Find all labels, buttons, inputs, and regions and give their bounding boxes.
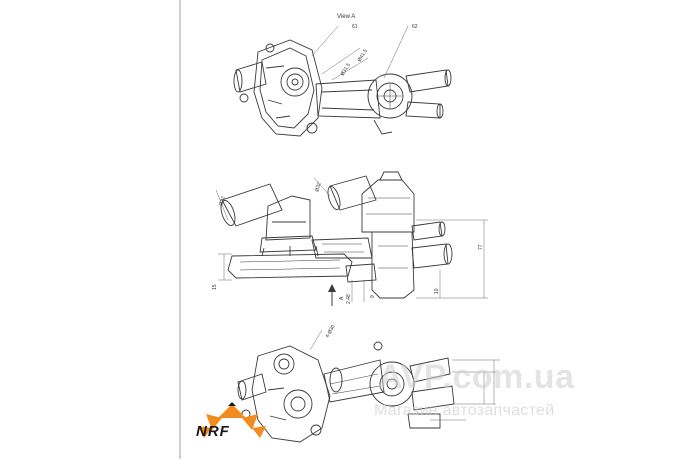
dim-diameter-2: Ø31.5 [340,62,352,77]
view-a-duct-lines [321,89,375,111]
dim-holes-leader [309,329,323,351]
bottom-ribs [267,387,287,421]
side-dome [265,195,311,241]
side-top-pipe-end [327,186,341,210]
bottom-outlet-upper [409,357,451,383]
view-a-bolt-hole [239,93,249,103]
side-duct-lines [322,243,364,253]
bottom-view [237,341,455,443]
side-right-cap [379,171,403,181]
view-a-tab [373,119,393,135]
side-right-pipe-upper-end [438,221,446,237]
leader-dia-1 [321,47,361,75]
dim-offset: 2.48 [346,294,352,304]
leader-dia-2 [331,57,369,81]
view-a-thermostat-center [291,78,299,86]
view-a [233,39,452,137]
dim-small: 9 [370,295,376,298]
bottom-bolt-hole [310,424,322,436]
side-right-pipe-mid-end [443,243,453,265]
side-lower-lines [378,245,408,269]
dim-height-left: 15 [212,284,218,290]
bottom-duct-port [329,367,343,393]
bottom-thermostat-housing [283,389,313,419]
dim-dia-top: Ø32 [314,182,323,193]
view-a-ribs [265,65,291,119]
side-duct [311,237,373,259]
bottom-bolt-hole [278,358,290,370]
bottom-outlet-tab [407,413,441,429]
view-a-left-pipe [235,61,267,93]
nrf-logo-text: NRF [196,423,230,440]
side-left-pipe-end [220,200,236,226]
view-a-outlet-lower-end [436,103,444,119]
side-base-plate [227,253,353,279]
side-view-dimensions [215,177,488,302]
bottom-right-inner [379,371,405,397]
view-a-title: View A [337,14,355,20]
side-posts [261,245,319,257]
side-left-pipe [221,183,283,227]
side-lower-body [371,231,415,299]
dim-dia-top-leader [313,177,331,197]
dim-height-right: 77 [478,244,484,250]
view-a-thermostat-housing [280,67,310,97]
view-a-flange-inner [259,47,315,129]
side-flange-top [259,235,317,253]
bottom-bolt-boss [273,353,295,375]
view-a-outlet-upper-end [444,69,452,87]
view-a-bolt-hole [265,43,275,53]
view-a-bolt-hole [306,122,318,134]
leader-61 [311,25,339,57]
side-right-housing-lines [366,197,412,215]
view-a-right-housing [367,73,413,119]
view-a-annotations [311,25,409,81]
bottom-left-pipe [237,373,267,401]
view-a-flange [253,39,323,137]
bottom-outlet-lower [411,385,455,411]
dim-holes: 4-Ø30 [325,324,337,339]
dim-dia-left-leader [215,189,229,221]
view-a-right-inner [376,82,404,110]
dim-bottom-right: 10 [434,288,440,294]
nrf-logo-mark [198,402,266,438]
side-view [220,171,453,299]
nrf-logo: NRF [192,400,272,450]
arrow-label-a: A [339,296,345,300]
bottom-flange [251,345,331,443]
view-a-left-pipe-end [233,69,243,93]
bottom-small-port [373,341,383,351]
dim-diameter-1: Ø41.5 [357,48,369,63]
view-a-crosshair [378,84,402,108]
bottom-right-housing [369,361,415,407]
side-small-tab [345,263,377,283]
bottom-view-dimensions [309,329,500,421]
side-right-housing [361,179,415,233]
side-right-pipe-upper [411,221,443,241]
view-a-duct [315,79,381,119]
callout-62: 62 [412,24,418,30]
bottom-thermostat-core [290,396,306,412]
bottom-right-core [386,378,398,390]
callout-61: 61 [352,24,358,30]
bottom-duct [323,359,385,403]
bottom-duct-lines [329,373,381,395]
view-a-outlet-lower [405,101,441,119]
view-a-arrow [328,284,336,306]
view-a-thermostat-core [286,73,304,91]
side-right-pipe-mid [411,243,449,269]
view-a-outlet-upper [405,69,449,93]
leader-62 [383,25,409,79]
bottom-left-pipe-end [237,380,247,400]
dim-dia-left: Ø32 [218,196,227,207]
side-base-lines [239,259,341,271]
side-top-pipe [329,175,377,211]
